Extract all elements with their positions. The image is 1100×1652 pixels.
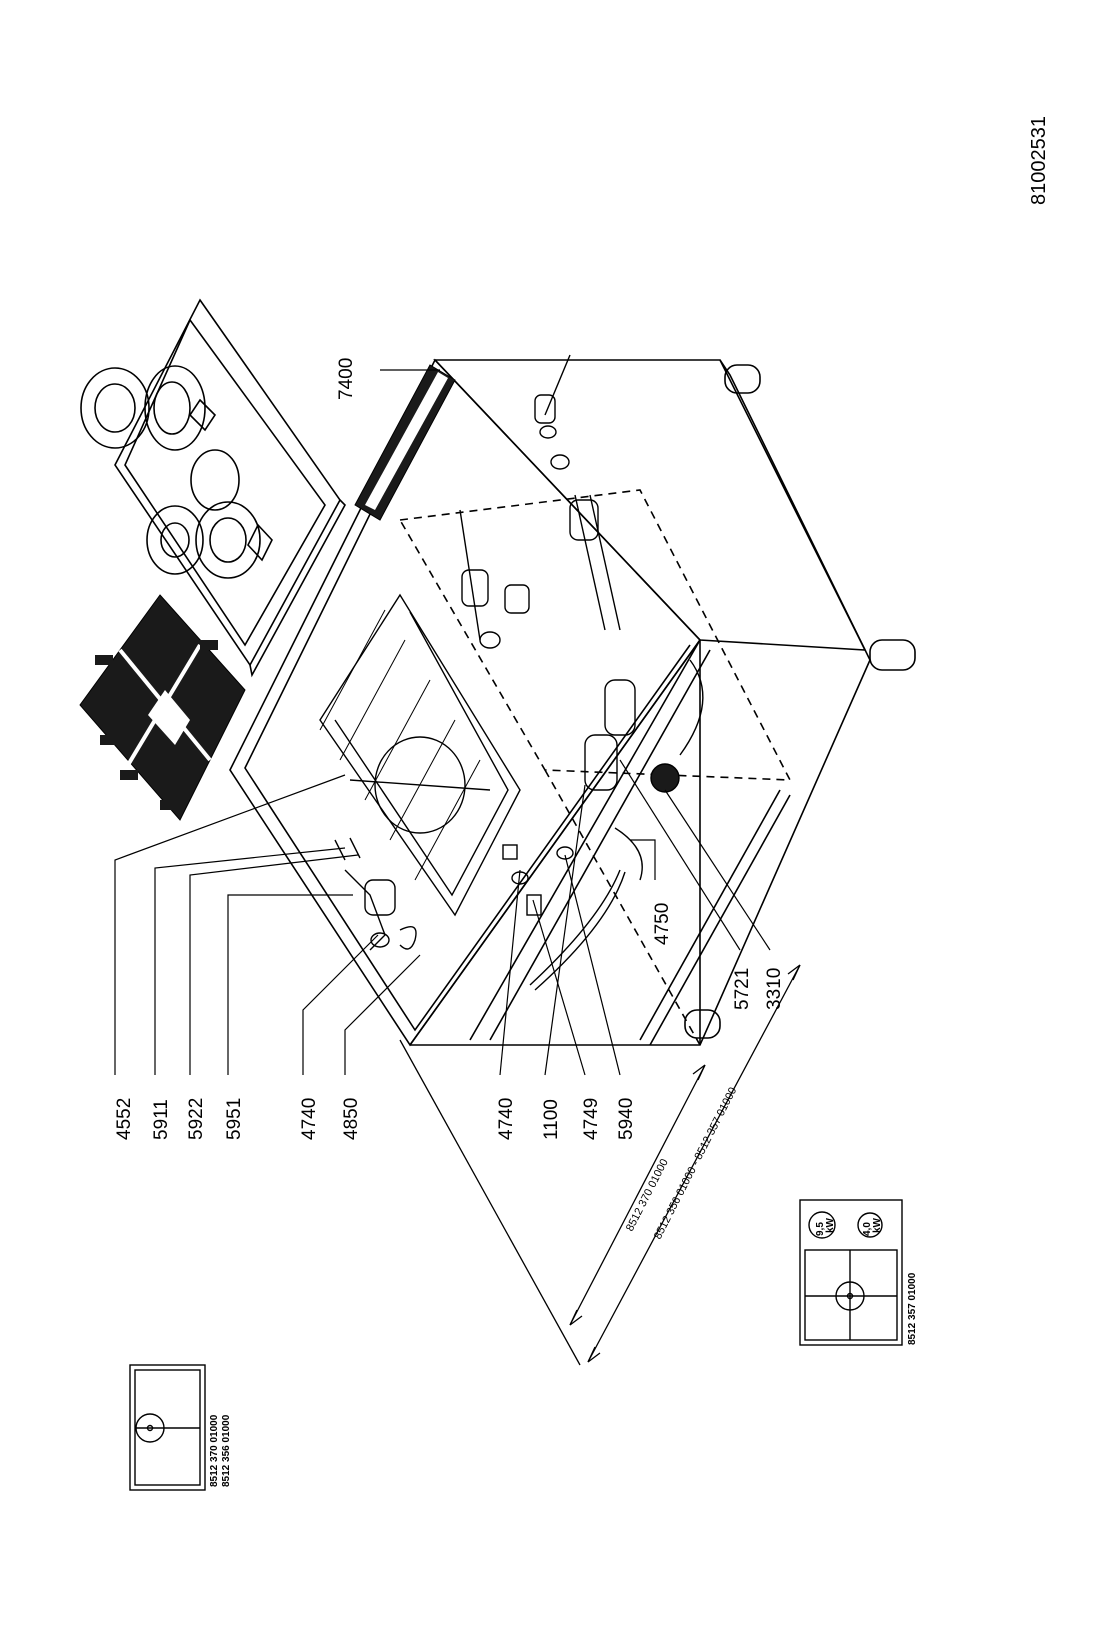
part-label-3310: 3310 bbox=[764, 968, 785, 1010]
variant-left-code-2: 8512 356 01000 bbox=[221, 1414, 232, 1487]
part-label-4750: 4750 bbox=[652, 903, 673, 945]
power-badge-2-value: 4,0 bbox=[862, 1222, 873, 1236]
part-label-7400: 7400 bbox=[336, 358, 357, 400]
part-labels: 4552 5911 5922 5951 4740 4850 4740 1100 … bbox=[114, 358, 785, 1140]
part-label-1100: 1100 bbox=[541, 1099, 562, 1140]
variant-left-diagram bbox=[129, 1364, 206, 1491]
part-label-5721: 5721 bbox=[732, 968, 753, 1010]
gas-valves-and-pipework bbox=[334, 354, 704, 991]
burner-assembly bbox=[319, 593, 521, 917]
dimension-lines bbox=[399, 964, 801, 1366]
part-label-4740-right: 4740 bbox=[496, 1098, 517, 1140]
part-label-5940: 5940 bbox=[616, 1098, 637, 1140]
document-id: 81002531 bbox=[1028, 116, 1050, 205]
pan-support-grid bbox=[79, 594, 246, 821]
part-label-4552: 4552 bbox=[114, 1098, 135, 1140]
part-label-4850: 4850 bbox=[341, 1098, 362, 1140]
power-badge-2-unit: kW bbox=[872, 1217, 883, 1233]
part-label-5911: 5911 bbox=[151, 1099, 172, 1140]
power-badge-1-unit: kW bbox=[825, 1217, 836, 1233]
leader-lines bbox=[114, 369, 771, 1076]
variant-right-diagram bbox=[799, 1199, 903, 1346]
variant-right-code: 8512 357 01000 bbox=[907, 1272, 918, 1345]
variant-left-code-1: 8512 370 01000 bbox=[209, 1414, 220, 1487]
power-badge-1-value: 9,5 bbox=[815, 1222, 826, 1236]
part-label-5951: 5951 bbox=[224, 1098, 245, 1140]
part-label-4749: 4749 bbox=[581, 1098, 602, 1140]
front-handle-bar bbox=[354, 364, 456, 521]
part-label-5922: 5922 bbox=[186, 1098, 207, 1140]
part-label-4740-left: 4740 bbox=[299, 1098, 320, 1140]
burner-tray-illustration bbox=[80, 298, 346, 678]
